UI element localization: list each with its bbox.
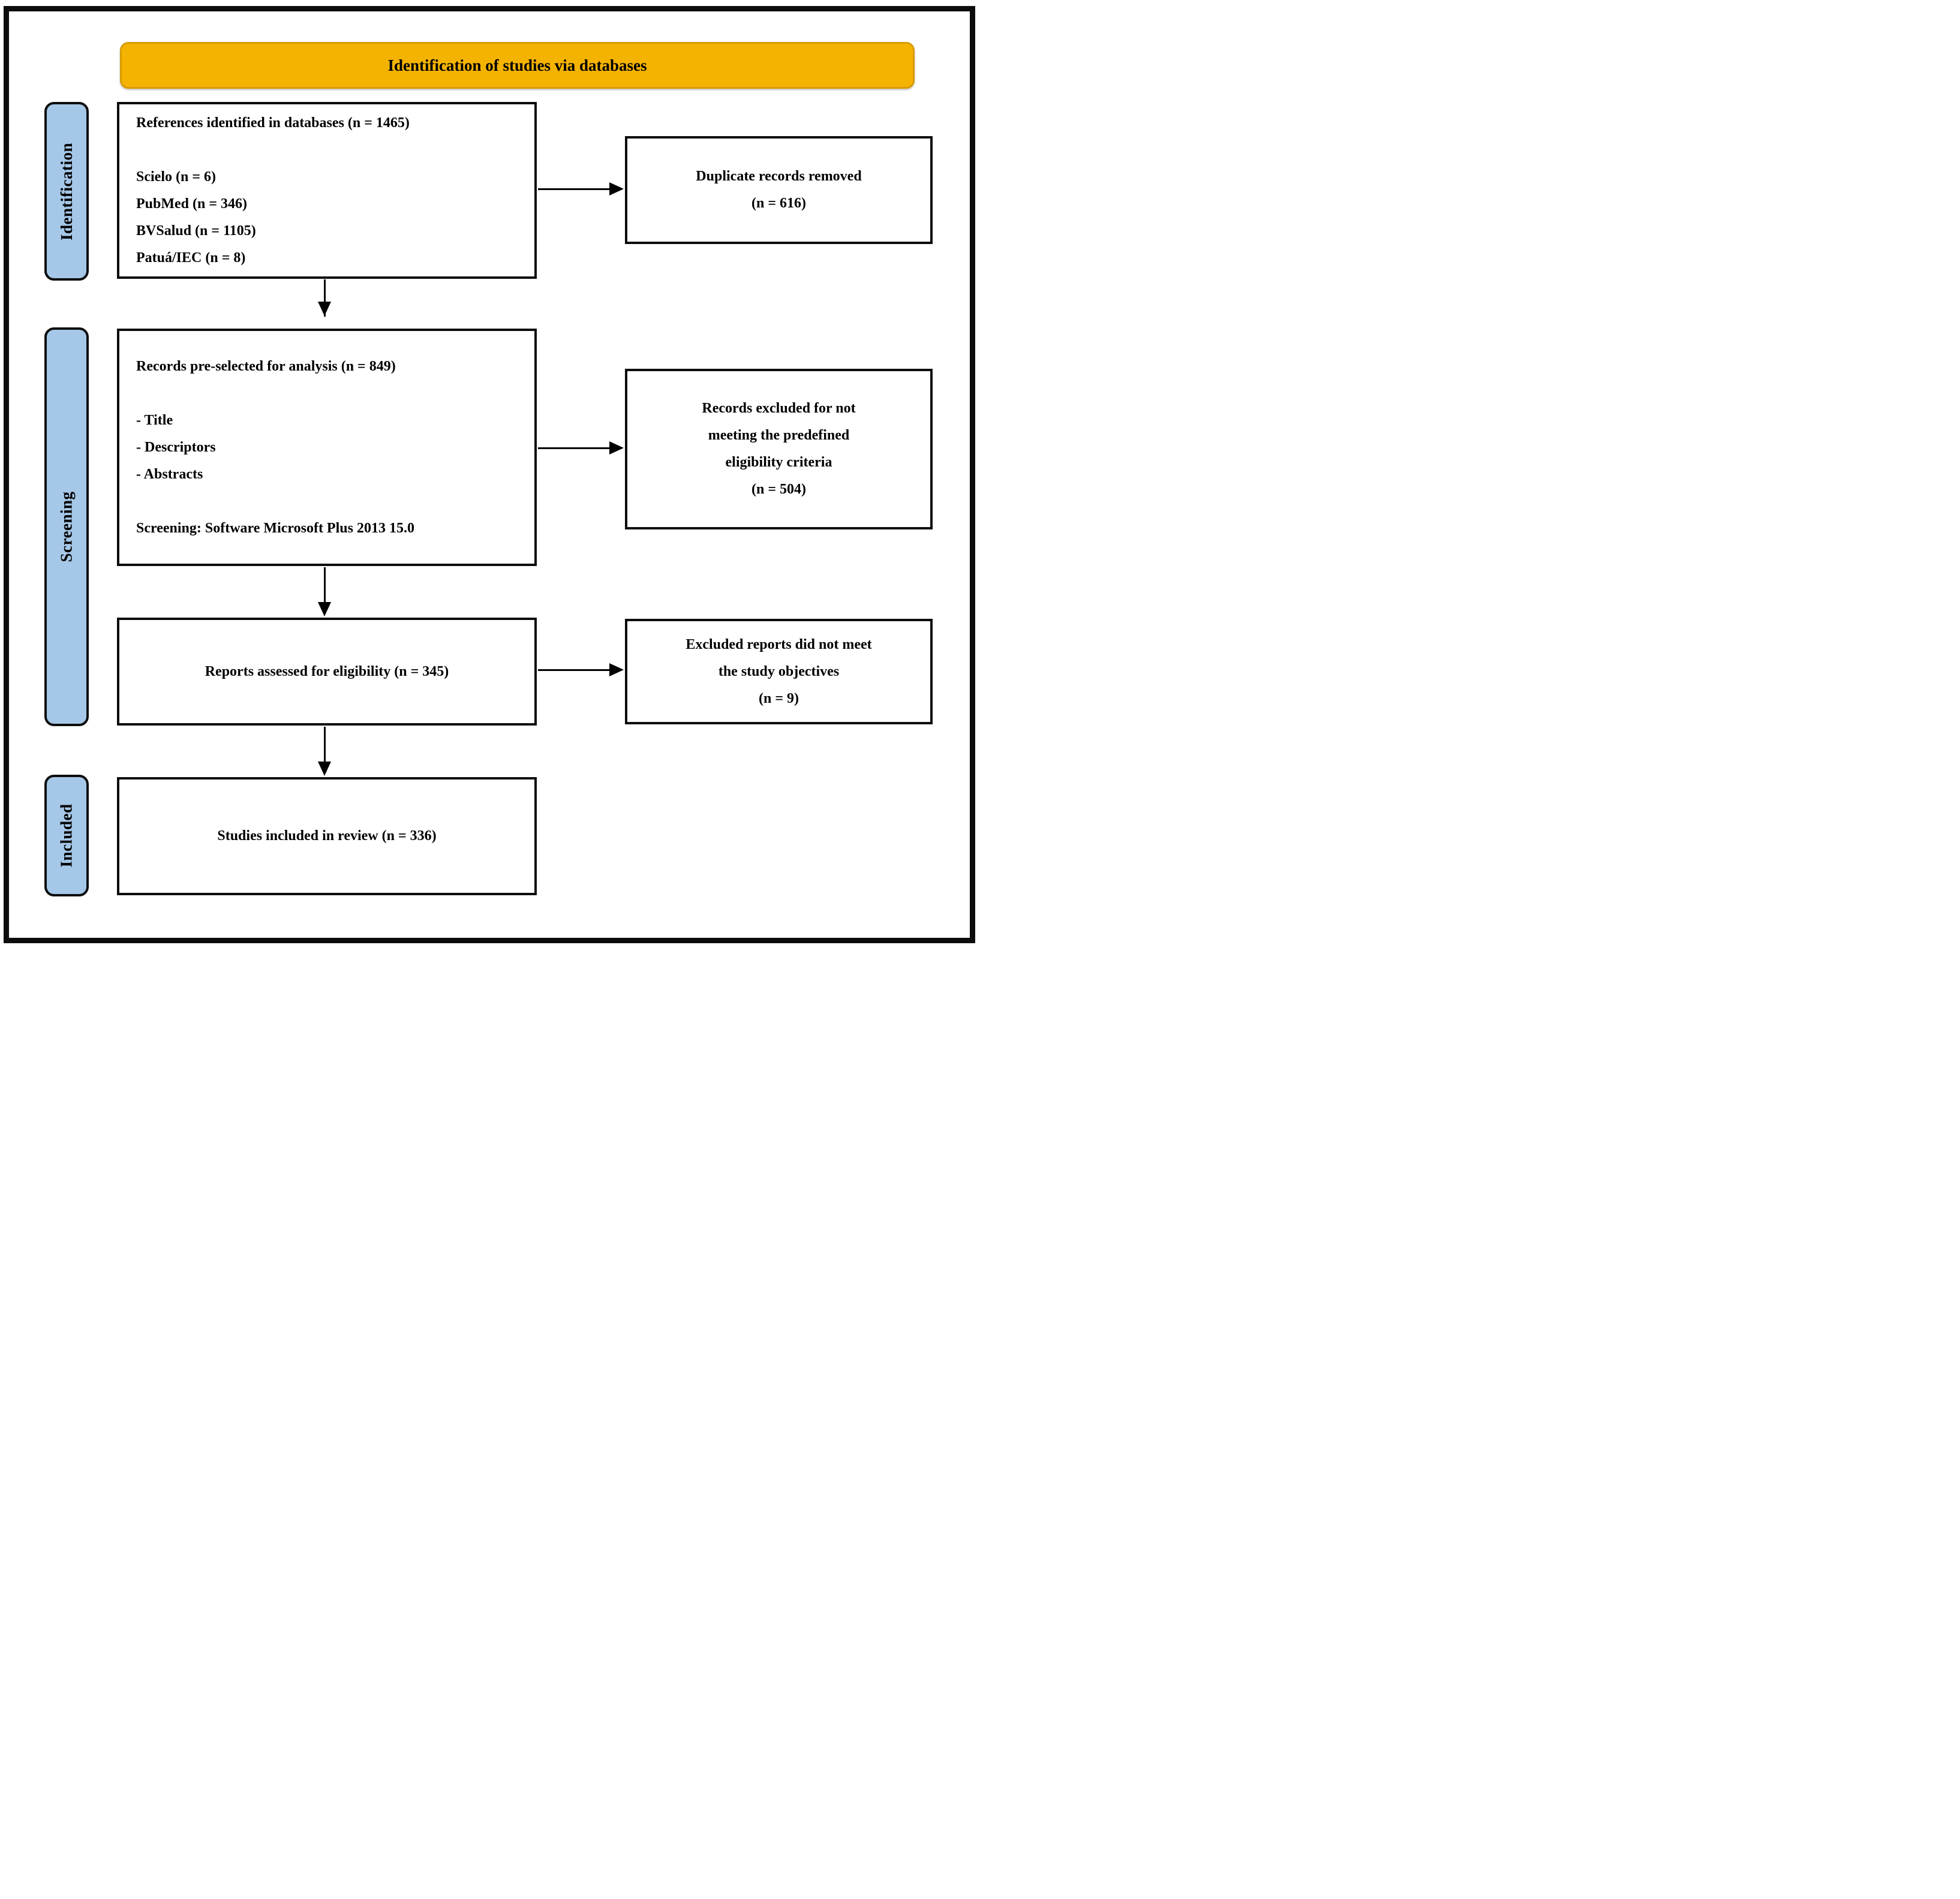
box-excluded-criteria: Records excluded for not meeting the pre… (625, 369, 933, 529)
database-item: Patuá/IEC (n = 8) (136, 249, 246, 266)
box-reports-assessed-text: Reports assessed for eligibility (n = 34… (205, 663, 449, 679)
stage-label-identification-text: Identification (57, 142, 76, 240)
box-preselected-title: Records pre-selected for analysis (n = 8… (136, 358, 396, 374)
stage-label-identification: Identification (44, 102, 89, 281)
right-arrow-line (538, 188, 611, 190)
box-studies-included-text: Studies included in review (n = 336) (217, 828, 437, 844)
box-duplicates-removed-text: Duplicate records removed (n = 616) (696, 168, 862, 211)
box-references-title: References identified in databases (n = … (136, 115, 410, 131)
down-arrow-line (324, 567, 326, 604)
box-duplicates-removed: Duplicate records removed (n = 616) (625, 136, 933, 244)
prisma-flow-diagram: Identification of studies via databases … (0, 0, 980, 949)
down-arrow-head-icon (318, 302, 331, 316)
box-studies-included: Studies included in review (n = 336) (117, 777, 537, 895)
down-arrow-head-icon (318, 602, 331, 616)
right-arrow-line (538, 669, 611, 671)
spacer (136, 488, 522, 515)
box-preselected-footer: Screening: Software Microsoft Plus 2013 … (136, 520, 414, 536)
banner: Identification of studies via databases (120, 42, 915, 89)
down-arrow-line (324, 727, 326, 764)
box-excluded-objectives-text: Excluded reports did not meet the study … (686, 636, 872, 706)
stage-label-screening-text: Screening (57, 491, 76, 562)
right-arrow-head-icon (609, 441, 624, 455)
right-arrow-head-icon (609, 182, 624, 195)
down-arrow-line (324, 279, 326, 317)
down-arrow-head-icon (318, 762, 331, 776)
database-item: Scielo (n = 6) (136, 168, 216, 185)
box-reports-assessed: Reports assessed for eligibility (n = 34… (117, 618, 537, 726)
stage-label-screening: Screening (44, 327, 89, 726)
criteria-item: - Title (136, 412, 173, 428)
stage-label-included: Included (44, 775, 89, 896)
banner-title: Identification of studies via databases (387, 56, 647, 74)
right-arrow-line (538, 447, 611, 449)
box-excluded-criteria-text: Records excluded for not meeting the pre… (702, 401, 856, 497)
box-references-identified: References identified in databases (n = … (117, 102, 537, 279)
database-item: BVSalud (n = 1105) (136, 222, 256, 239)
database-item: PubMed (n = 346) (136, 195, 248, 212)
right-arrow-head-icon (609, 663, 624, 676)
criteria-item: - Descriptors (136, 439, 216, 455)
spacer (136, 380, 522, 407)
box-excluded-objectives: Excluded reports did not meet the study … (625, 619, 933, 724)
criteria-item: - Abstracts (136, 466, 203, 482)
spacer (136, 137, 522, 164)
stage-label-included-text: Included (57, 803, 76, 868)
box-preselected: Records pre-selected for analysis (n = 8… (117, 329, 537, 566)
